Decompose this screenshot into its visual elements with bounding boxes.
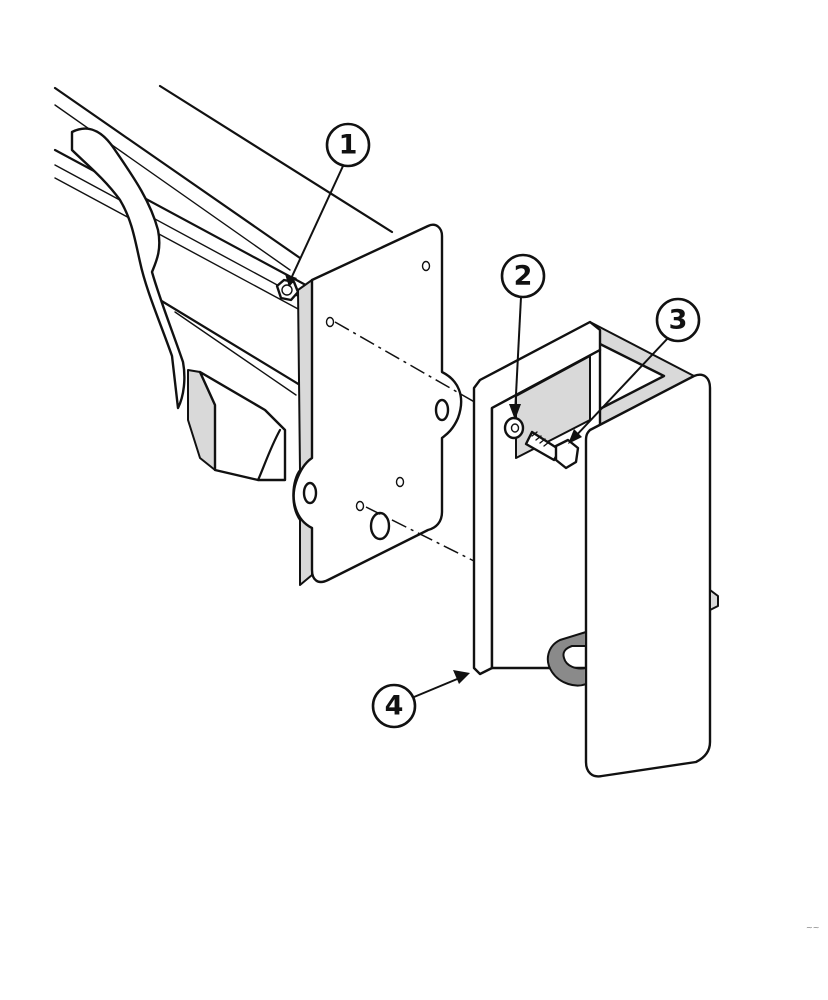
callout-1-number: 1	[339, 130, 358, 161]
callout-4-number: 4	[385, 691, 404, 722]
callout-3-number: 3	[669, 305, 688, 336]
frame-beam	[53, 84, 394, 482]
callout-1: 1	[285, 122, 371, 287]
callout-2: 2	[500, 253, 546, 420]
callout-3: 3	[568, 297, 701, 444]
callout-4: 4	[371, 670, 470, 729]
bracket-box	[472, 320, 719, 778]
washer-part-2	[503, 416, 525, 440]
callout-2-number: 2	[514, 261, 533, 292]
bolt-part-3	[524, 430, 580, 470]
mounting-plate	[292, 223, 463, 586]
nut-part-1	[275, 278, 300, 302]
corner-mark: ~~	[806, 923, 819, 932]
